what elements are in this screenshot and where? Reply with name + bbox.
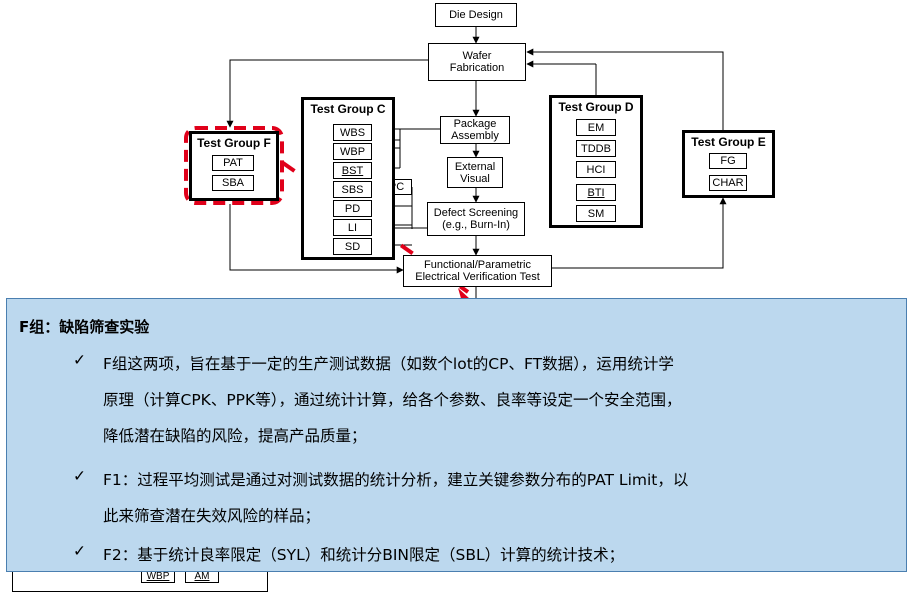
test-group-d: Test Group D EM TDDB HCI BTI SM xyxy=(549,95,643,228)
group-c-item-wbp: WBP xyxy=(333,143,372,160)
group-d-item-bti: BTI xyxy=(576,184,616,201)
external-visual-box: External Visual xyxy=(447,157,503,188)
annotation-title: F组：缺陷筛查实验 xyxy=(19,318,150,336)
group-c-item-sd: SD xyxy=(333,238,372,255)
annotation-panel: F组：缺陷筛查实验 ✓ F组这两项，旨在基于一定的生产测试数据（如数个lot的C… xyxy=(6,298,907,572)
bullet-3-line-1: F2：基于统计良率限定（SYL）和统计分BIN限定（SBL）计算的统计技术； xyxy=(103,546,625,564)
group-d-item-tddb: TDDB xyxy=(576,140,616,157)
group-c-item-sbs: SBS xyxy=(333,181,372,198)
group-c-item-li: LI xyxy=(333,219,372,236)
test-group-e: Test Group E FG CHAR xyxy=(682,130,775,198)
group-c-item-pd: PD xyxy=(333,200,372,217)
group-d-item-hci: HCI xyxy=(576,161,616,178)
group-c-item-bst: BST xyxy=(333,162,372,179)
check-icon: ✓ xyxy=(73,542,86,560)
group-d-item-em: EM xyxy=(576,119,616,136)
group-f-item-sba: SBA xyxy=(212,175,254,191)
test-group-f: Test Group F PAT SBA xyxy=(189,131,279,201)
functional-test-box: Functional/Parametric Electrical Verific… xyxy=(403,255,552,287)
bullet-2-line-1: F1：过程平均测试是通过对测试数据的统计分析，建立关键参数分布的PAT Limi… xyxy=(103,471,689,489)
bullet-2-line-2: 此来筛查潜在失效风险的样品； xyxy=(103,507,321,525)
test-group-c: Test Group C WBS WBP BST SBS PD LI SD xyxy=(301,97,395,260)
test-group-c-title: Test Group C xyxy=(310,102,386,116)
package-assembly-box: Package Assembly xyxy=(440,116,510,144)
group-f-item-pat: PAT xyxy=(212,155,254,171)
group-f-highlight xyxy=(184,126,284,205)
bullet-1-line-3: 降低潜在缺陷的风险，提高产品质量； xyxy=(103,427,367,445)
group-c-item-wbs: WBS xyxy=(333,124,372,141)
defect-screening-box: Defect Screening (e.g., Burn-In) xyxy=(427,202,525,236)
die-design-box: Die Design xyxy=(435,3,517,27)
group-e-item-fg: FG xyxy=(709,153,747,169)
check-icon: ✓ xyxy=(73,351,86,369)
test-group-d-title: Test Group D xyxy=(558,100,634,114)
wafer-fabrication-box: Wafer Fabrication xyxy=(428,43,526,81)
bullet-1-line-2: 原理（计算CPK、PPK等），通过统计计算，给各个参数、良率等设定一个安全范围， xyxy=(103,391,682,409)
check-icon: ✓ xyxy=(73,467,86,485)
test-group-e-title: Test Group E xyxy=(691,135,766,149)
group-d-item-sm: SM xyxy=(576,205,616,222)
bullet-1-line-1: F组这两项，旨在基于一定的生产测试数据（如数个lot的CP、FT数据），运用统计… xyxy=(103,355,674,373)
group-e-item-char: CHAR xyxy=(709,175,747,191)
test-group-f-title: Test Group F xyxy=(197,136,271,150)
